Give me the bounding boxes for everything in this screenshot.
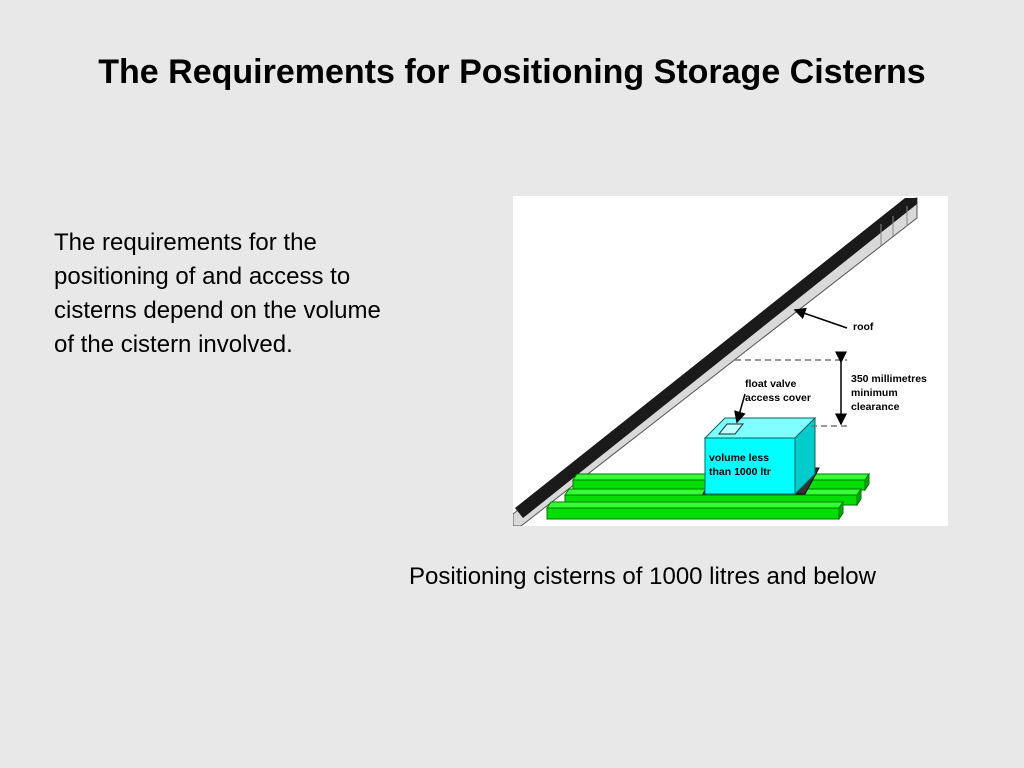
cistern-label-line2: than 1000 ltr bbox=[709, 466, 771, 478]
clearance-label-line1: 350 millimetres bbox=[851, 373, 927, 385]
body-text: The requirements for the positioning of … bbox=[54, 229, 381, 359]
cistern-box bbox=[703, 416, 817, 496]
cistern-label-line1: volume less bbox=[709, 452, 769, 464]
access-cover-icon bbox=[717, 423, 745, 435]
roof-board bbox=[513, 197, 918, 526]
clearance-label-line2: minimum bbox=[851, 387, 898, 399]
float-valve-label-line1: float valve bbox=[745, 378, 797, 390]
pointer-arrows bbox=[734, 307, 848, 424]
roof-label: roof bbox=[853, 321, 874, 333]
figure-caption: Positioning cisterns of 1000 litres and … bbox=[409, 563, 876, 590]
float-valve-label-line2: access cover bbox=[745, 392, 811, 404]
cistern-diagram: roof float valve access cover 350 millim… bbox=[513, 196, 948, 526]
clearance-label-line3: clearance bbox=[851, 401, 900, 413]
slide-title: The Requirements for Positioning Storage… bbox=[98, 53, 926, 91]
clearance-markers bbox=[735, 351, 847, 427]
